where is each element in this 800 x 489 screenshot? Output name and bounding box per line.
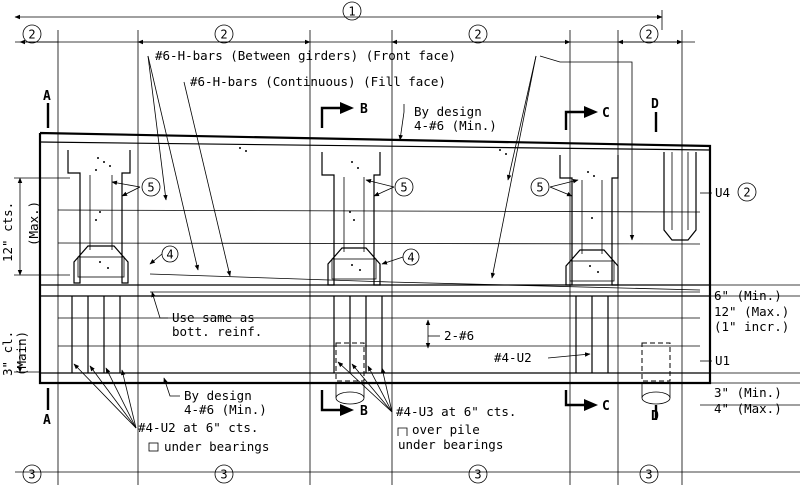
bubble-5-left: 5 — [141, 177, 161, 197]
label-by-design-top-1: By design — [414, 104, 482, 119]
bubble-number: B — [360, 404, 368, 419]
label-u3-bot-2: over pile — [412, 422, 480, 437]
label-by-design-bot-1: By design — [184, 388, 252, 403]
label-6-min: 6" (Min.) — [714, 288, 782, 303]
label-by-design-bot-2: 4-#6 (Min.) — [184, 402, 267, 417]
bubble-number: 4 — [166, 248, 173, 262]
section-cut-d-bottom: D — [651, 405, 659, 424]
label-3-cl: 3" cl. — [0, 331, 15, 376]
bubble-number: 5 — [147, 181, 154, 195]
bubble-3-mid-left: 3 — [214, 464, 234, 484]
label-3-min: 3" (Min.) — [714, 385, 782, 400]
label-4-max: 4" (Max.) — [714, 401, 782, 416]
bubble-3-right: 3 — [639, 464, 659, 484]
bubble-2-mid-left: 2 — [214, 24, 234, 44]
girder-block-middle — [321, 152, 381, 286]
label-1-incr: (1" incr.) — [714, 319, 789, 334]
bubble-1-top: 1 — [342, 1, 362, 21]
section-cut-a-bottom: A — [43, 388, 51, 428]
bubble-5-middle: 5 — [394, 177, 414, 197]
bubble-number: 1 — [348, 5, 355, 19]
label-h-bars-between: #6-H-bars (Between girders) (Front face) — [155, 48, 456, 63]
bubble-number: 4 — [407, 251, 414, 265]
u2-stirrups-left — [71, 296, 121, 373]
bubble-number: 3 — [474, 468, 481, 482]
bubble-number: 5 — [400, 181, 407, 195]
bubble-2-left: 2 — [22, 24, 42, 44]
label-u4: U4 — [715, 185, 730, 200]
label-4-u2-right: #4-U2 — [494, 350, 532, 365]
label-12-cts: 12" cts. — [0, 202, 15, 262]
label-h-bars-continuous: #6-H-bars (Continuous) (Fill face) — [190, 74, 446, 89]
leader-lines — [14, 55, 800, 429]
label-12-max: 12" (Max.) — [714, 304, 789, 319]
label-use-same-1: Use same as — [172, 310, 255, 325]
bubble-number: B — [360, 102, 368, 117]
bubble-2-u4: 2 — [737, 182, 757, 202]
label-u2-bot-2: under bearings — [164, 439, 269, 454]
bubble-number: 2 — [220, 28, 227, 42]
label-2-6: 2-#6 — [444, 328, 474, 343]
bubble-5-right: 5 — [530, 177, 550, 197]
label-main: (Main) — [14, 331, 29, 376]
bubble-3-left: 3 — [22, 464, 42, 484]
label-u1: U1 — [715, 353, 730, 368]
bubble-4-middle: 4 — [402, 248, 420, 266]
bubble-number: C — [602, 399, 610, 414]
concrete-speckles — [95, 147, 599, 273]
section-cut-a-top: A — [43, 89, 51, 128]
section-cut-c-top: C — [564, 106, 610, 130]
bubble-number: D — [651, 409, 659, 424]
section-cut-b-top: B — [320, 102, 368, 128]
girder-block-right — [559, 155, 619, 286]
bubble-number: 2 — [743, 186, 750, 200]
bubble-number: 5 — [536, 181, 543, 195]
bubble-number: 3 — [645, 468, 652, 482]
u2-stirrups-right — [575, 296, 671, 405]
bubble-number: 2 — [474, 28, 481, 42]
bubble-4-left: 4 — [161, 245, 179, 263]
section-cut-c-bottom: C — [564, 390, 610, 414]
bubble-number: C — [602, 106, 610, 121]
label-by-design-top-2: 4-#6 (Min.) — [414, 118, 497, 133]
stirrup-symbol-u3 — [397, 427, 408, 436]
bubble-number: A — [43, 413, 51, 428]
bubble-3-mid-right: 3 — [468, 464, 488, 484]
bubble-2-right: 2 — [639, 24, 659, 44]
label-u3-bot-1: #4-U3 at 6" cts. — [396, 404, 516, 419]
top-dimension-chain — [14, 10, 695, 485]
bubble-2-mid-right: 2 — [468, 24, 488, 44]
bubble-number: 3 — [28, 468, 35, 482]
bubble-number: 3 — [220, 468, 227, 482]
label-use-same-2: bott. reinf. — [172, 324, 262, 339]
stirrup-symbol-u2 — [148, 442, 159, 452]
end-u4-bars — [663, 152, 697, 241]
bubble-number: 2 — [28, 28, 35, 42]
label-u2-bot-1: #4-U2 at 6" cts. — [138, 420, 258, 435]
bubble-number: D — [651, 97, 659, 112]
bubble-number: A — [43, 89, 51, 104]
girder-block-left — [67, 150, 131, 284]
section-cut-b-bottom: B — [320, 390, 368, 419]
label-12-cts-max: (Max.) — [26, 201, 41, 246]
section-cut-d-top: D — [651, 97, 659, 132]
u3-stirrups-middle — [333, 296, 383, 405]
bubble-number: 2 — [645, 28, 652, 42]
label-u3-bot-3: under bearings — [398, 437, 503, 452]
